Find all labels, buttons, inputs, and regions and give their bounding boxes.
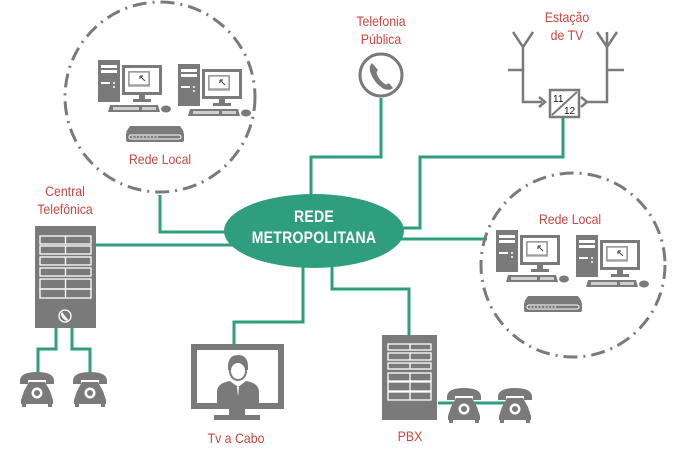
desktop-computer-icon bbox=[575, 234, 650, 289]
tv-station-label-line1: Estação bbox=[544, 9, 590, 25]
central-server-rack-icon bbox=[35, 226, 96, 328]
monitor-person-icon bbox=[191, 344, 284, 420]
desktop-computer-icon bbox=[495, 229, 570, 284]
public-phone-label-line1: Telefonia bbox=[356, 13, 406, 29]
link-lan-top bbox=[158, 195, 232, 234]
converter-in-channel: 11 bbox=[553, 94, 564, 105]
lan-right-boundary bbox=[479, 171, 667, 359]
pbx-label: PBX bbox=[397, 428, 423, 444]
telephone-icon bbox=[498, 388, 532, 423]
public-phone-label: Telefonia Pública bbox=[337, 12, 425, 48]
pbx-server-rack-icon bbox=[382, 335, 437, 420]
tv-station-label: Estação de TV bbox=[523, 8, 611, 44]
telephone-icon bbox=[73, 372, 107, 407]
central-label-line1: Central bbox=[45, 183, 85, 199]
lan-right-label: Rede Local bbox=[538, 211, 602, 227]
converter-out-channel: 12 bbox=[564, 106, 576, 117]
hub-label: REDE METROPOLITANA bbox=[238, 207, 391, 249]
hub-label-line1: REDE bbox=[293, 208, 334, 226]
lan-top-group bbox=[63, 0, 257, 194]
lan-top-boundary bbox=[63, 0, 257, 194]
tv-station-label-line2: de TV bbox=[550, 27, 584, 43]
hub-label-line2: METROPOLITANA bbox=[251, 229, 377, 247]
link-cable-tv bbox=[232, 267, 305, 345]
link-tv-station bbox=[400, 118, 565, 230]
telephone-icon bbox=[20, 372, 54, 407]
network-switch-icon bbox=[523, 295, 583, 313]
link-public-phone bbox=[309, 98, 383, 198]
lan-right-group bbox=[479, 171, 667, 359]
cable-tv-label: Tv a Cabo bbox=[207, 430, 265, 446]
public-phone-label-line2: Pública bbox=[360, 31, 402, 47]
central-label-line2: Telefônica bbox=[37, 201, 93, 217]
telephone-icon bbox=[447, 388, 481, 423]
antenna-icon bbox=[508, 31, 624, 108]
link-pbx bbox=[330, 267, 411, 335]
link-central-phone1 bbox=[36, 328, 58, 372]
phone-circle-icon bbox=[358, 52, 404, 98]
metro-network-hub bbox=[224, 194, 404, 268]
central-label: Central Telefônica bbox=[21, 182, 109, 218]
lan-top-label: Rede Local bbox=[128, 151, 192, 167]
frequency-converter-icon: 11 12 bbox=[548, 88, 581, 119]
network-switch-icon bbox=[125, 125, 185, 143]
desktop-computer-icon bbox=[177, 63, 252, 118]
desktop-computer-icon bbox=[97, 59, 172, 114]
link-central-phone2 bbox=[70, 328, 92, 372]
